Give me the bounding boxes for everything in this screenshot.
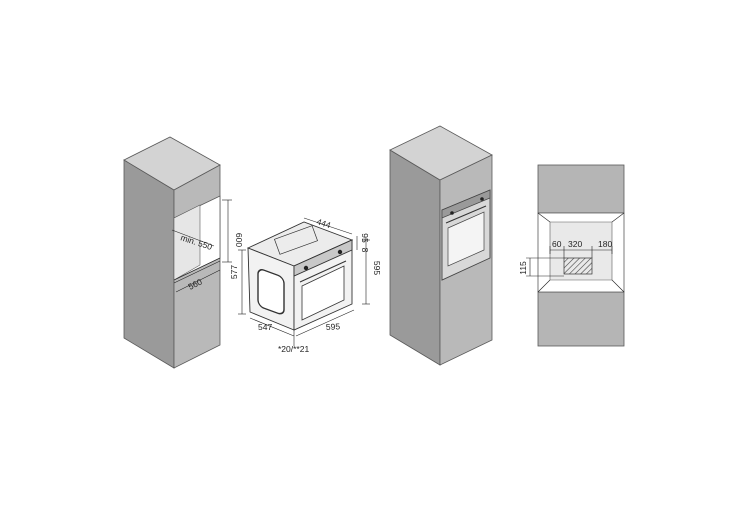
knob-right-icon [337,249,343,255]
ventilation-hatched-area [563,257,593,275]
front-height-label: 595 [372,261,382,275]
cabinet-1-niche-wall [173,204,201,281]
cabinet-4-lower [537,291,625,347]
oven-control-panel [293,239,353,277]
niche-height-label: 600 [234,233,244,247]
cabinet-4-upper [537,164,625,214]
front-width-label: 595 [326,321,341,332]
niche-depth-dimension [171,229,215,247]
built-in-knob-left-icon [450,211,454,215]
opening-width-label: 320 [568,239,582,249]
oven-handle [299,260,347,283]
figure-4-ventilation-opening: 60 320 180 115 [518,164,625,347]
built-in-oven-window [447,211,485,267]
oven-side-recess [257,269,285,315]
built-in-oven-handle [445,205,487,224]
gap-left-label: 60 [552,239,562,249]
opening-height-label: 115 [518,261,528,275]
cabinet-3-side [389,149,441,366]
panel-height-b-label: 95 [360,233,370,243]
gap-right-label: 180 [598,239,612,249]
figure-3-built-in-oven [389,125,493,366]
side-height-label: 577 [229,265,239,279]
door-thickness-label: *20/**21 [278,344,309,354]
figure-1-cabinet-niche: min. 550 600 560 [123,136,244,369]
cabinet-1-side [123,159,175,369]
oven-door-window [301,265,345,321]
built-in-oven-panel [441,189,491,219]
top-depth-label: 444 [315,216,332,230]
knob-left-icon [303,265,309,271]
niche-width-dimension [175,269,221,293]
panel-height-a-label: 8 [360,248,370,253]
built-in-knob-right-icon [480,197,484,201]
figure-2-oven-dimensions: 444 8 95 595 577 547 595 *20/**21 [229,216,382,354]
side-depth-label: 547 [258,322,272,332]
